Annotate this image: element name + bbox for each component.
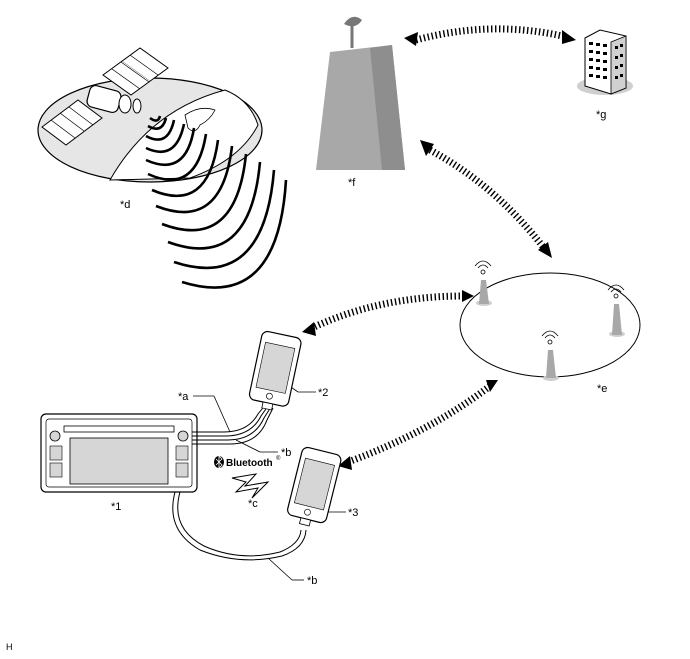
tower-group: *f (316, 16, 405, 189)
link-tower-network (428, 146, 547, 251)
building-group: *g (577, 29, 633, 121)
cell-antenna-icon (607, 284, 625, 337)
link-network-phone3 (346, 383, 493, 466)
phone-2-screen (255, 341, 296, 394)
head-unit-label: *1 (111, 501, 121, 513)
cable-b-upper-label: *b (281, 447, 291, 459)
dish-antenna-icon (344, 16, 362, 27)
head-unit-screen (69, 437, 169, 485)
cable-b-lower (172, 491, 307, 561)
phone-3-group (287, 446, 342, 527)
lightning-icon (231, 473, 270, 499)
wireless-links (310, 25, 563, 466)
link-tower-building (415, 25, 563, 44)
building-label: *g (596, 109, 606, 121)
satellite-earth-group: *d (37, 47, 288, 289)
cell-antenna-icon (541, 330, 559, 381)
volume-knob-icon (49, 430, 61, 442)
cell-network-group: *e (459, 260, 641, 395)
earth-globe-icon (109, 89, 259, 181)
cable-b-upper (192, 406, 272, 441)
satellite-signal-waves-icon (145, 115, 288, 289)
phone-2-group (248, 330, 302, 411)
satellite-label: *d (120, 199, 130, 211)
arrowheads (302, 30, 576, 470)
link-network-phone2 (310, 292, 465, 332)
cable-a-label: *a (178, 391, 189, 403)
cell-network-label: *e (597, 383, 607, 395)
registered-mark: ® (276, 455, 281, 462)
bluetooth-link-label: *c (248, 498, 258, 510)
cable-a (192, 403, 267, 433)
head-unit-group: *1 (40, 413, 198, 513)
satellite-icon (41, 47, 169, 146)
bluetooth-group: Bluetooth ® *c (214, 455, 281, 510)
tune-knob-icon (177, 430, 189, 442)
phone-2-label: *2 (318, 387, 328, 399)
phone-3-screen (294, 457, 335, 511)
bluetooth-brand-text: Bluetooth (226, 458, 273, 469)
usb-cables (172, 403, 307, 561)
tower-label: *f (348, 177, 356, 189)
phone-3-label: *3 (348, 507, 358, 519)
corner-marker: H (6, 642, 13, 652)
cell-antenna-icon (474, 260, 492, 306)
cable-b-lower-label: *b (307, 575, 317, 587)
